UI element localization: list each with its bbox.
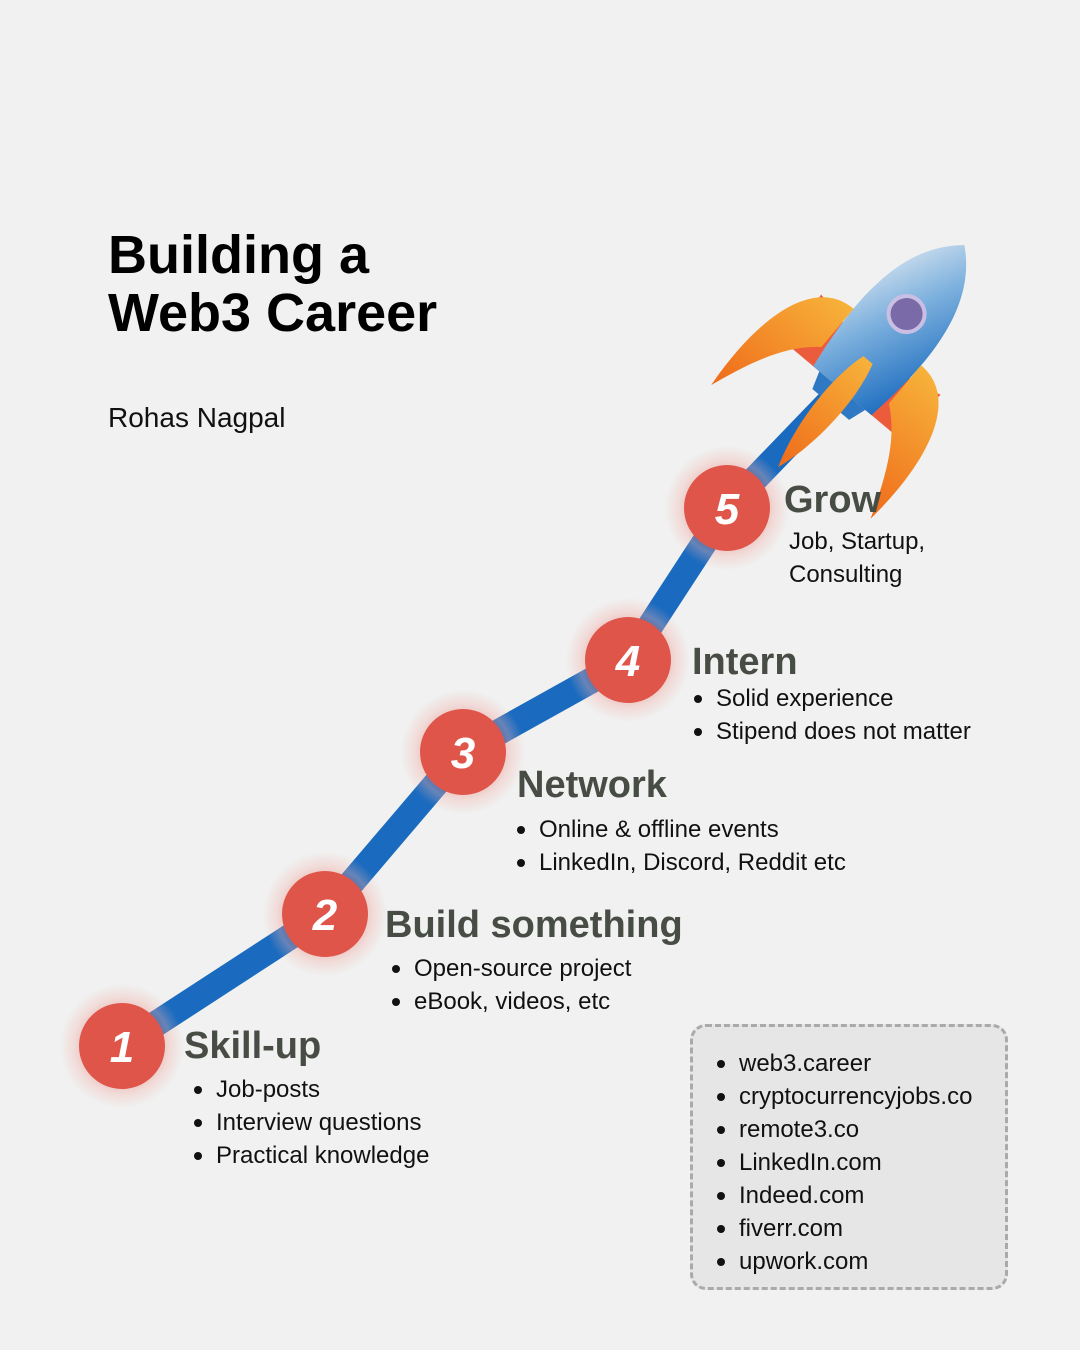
page-title: Building a Web3 Career xyxy=(108,225,438,343)
site-item: remote3.co xyxy=(717,1113,1005,1146)
step-number-3: 3 xyxy=(451,729,475,778)
site-item: LinkedIn.com xyxy=(717,1146,1005,1179)
site-item: cryptocurrencyjobs.co xyxy=(717,1080,1005,1113)
step-number-5: 5 xyxy=(715,485,740,534)
list-item: LinkedIn, Discord, Reddit etc xyxy=(517,846,846,879)
step-3-title: Network xyxy=(517,764,667,806)
step-2-list: Open-source project eBook, videos, etc xyxy=(384,952,631,1018)
step-node-1: 1 xyxy=(60,984,184,1108)
rocket-icon xyxy=(711,245,967,519)
step-number-2: 2 xyxy=(312,891,338,940)
step-number-4: 4 xyxy=(615,637,640,686)
step-5-title: Grow xyxy=(784,479,882,521)
job-sites-list: web3.career cryptocurrencyjobs.co remote… xyxy=(693,1047,1005,1278)
list-item: Job-posts xyxy=(193,1073,429,1106)
author-name: Rohas Nagpal xyxy=(108,402,286,433)
site-item: upwork.com xyxy=(717,1245,1005,1278)
step-4-list: Solid experience Stipend does not matter xyxy=(686,682,971,748)
step-2-title: Build something xyxy=(385,904,683,946)
step-number-1: 1 xyxy=(110,1023,134,1072)
step-node-3: 3 xyxy=(401,690,525,814)
list-item: eBook, videos, etc xyxy=(391,985,631,1018)
list-item: Open-source project xyxy=(391,952,631,985)
site-item: Indeed.com xyxy=(717,1179,1005,1212)
list-item: Interview questions xyxy=(193,1106,429,1139)
list-item: Stipend does not matter xyxy=(694,715,971,748)
step-node-5: 5 xyxy=(665,446,789,570)
step-1-list: Job-posts Interview questions Practical … xyxy=(186,1073,429,1172)
list-item: Practical knowledge xyxy=(193,1139,429,1172)
job-sites-box: web3.career cryptocurrencyjobs.co remote… xyxy=(690,1024,1008,1290)
step-node-4: 4 xyxy=(566,598,690,722)
step-4-title: Intern xyxy=(692,641,798,683)
step-1-title: Skill-up xyxy=(184,1025,322,1067)
list-item: Online & offline events xyxy=(517,813,846,846)
site-item: fiverr.com xyxy=(717,1212,1005,1245)
step-node-2: 2 xyxy=(263,852,387,976)
step-3-list: Online & offline events LinkedIn, Discor… xyxy=(509,813,846,879)
site-item: web3.career xyxy=(717,1047,1005,1080)
step-5-description: Job, Startup, Consulting xyxy=(789,525,925,591)
list-item: Solid experience xyxy=(694,682,971,715)
step-5-description-line: Consulting xyxy=(789,561,903,588)
step-5-description-line: Job, Startup, xyxy=(789,528,926,555)
